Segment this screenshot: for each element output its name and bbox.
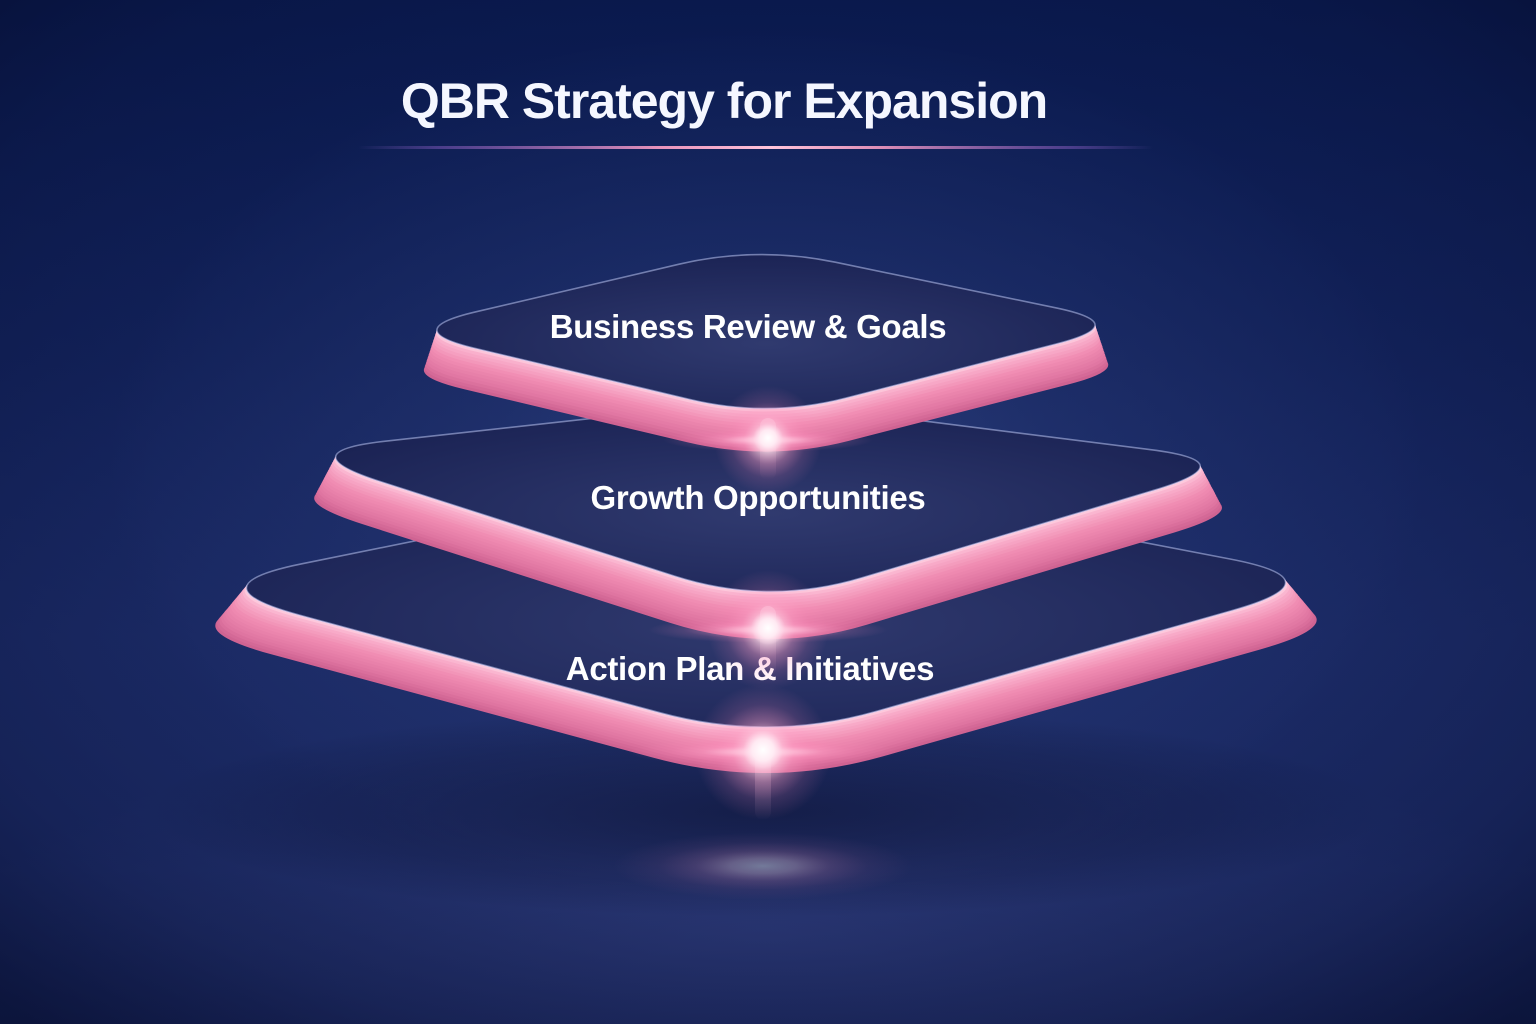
glow-core (753, 423, 783, 453)
ground-reflection (613, 832, 913, 900)
platform-top-face (436, 253, 1096, 410)
corner-glow (613, 684, 913, 900)
corner-glow (663, 386, 873, 494)
glow-core (751, 611, 785, 645)
title-underline (358, 146, 1153, 149)
layer-label: Business Review & Goals (550, 308, 947, 345)
corner-glow (648, 570, 888, 690)
diagram-title: QBR Strategy for Expansion (401, 73, 1047, 129)
title-block: QBR Strategy for Expansion (358, 73, 1153, 149)
layer-business-review: Business Review & Goals (423, 253, 1109, 494)
glow-core (743, 730, 783, 770)
layer-growth: Growth Opportunities (314, 404, 1222, 690)
